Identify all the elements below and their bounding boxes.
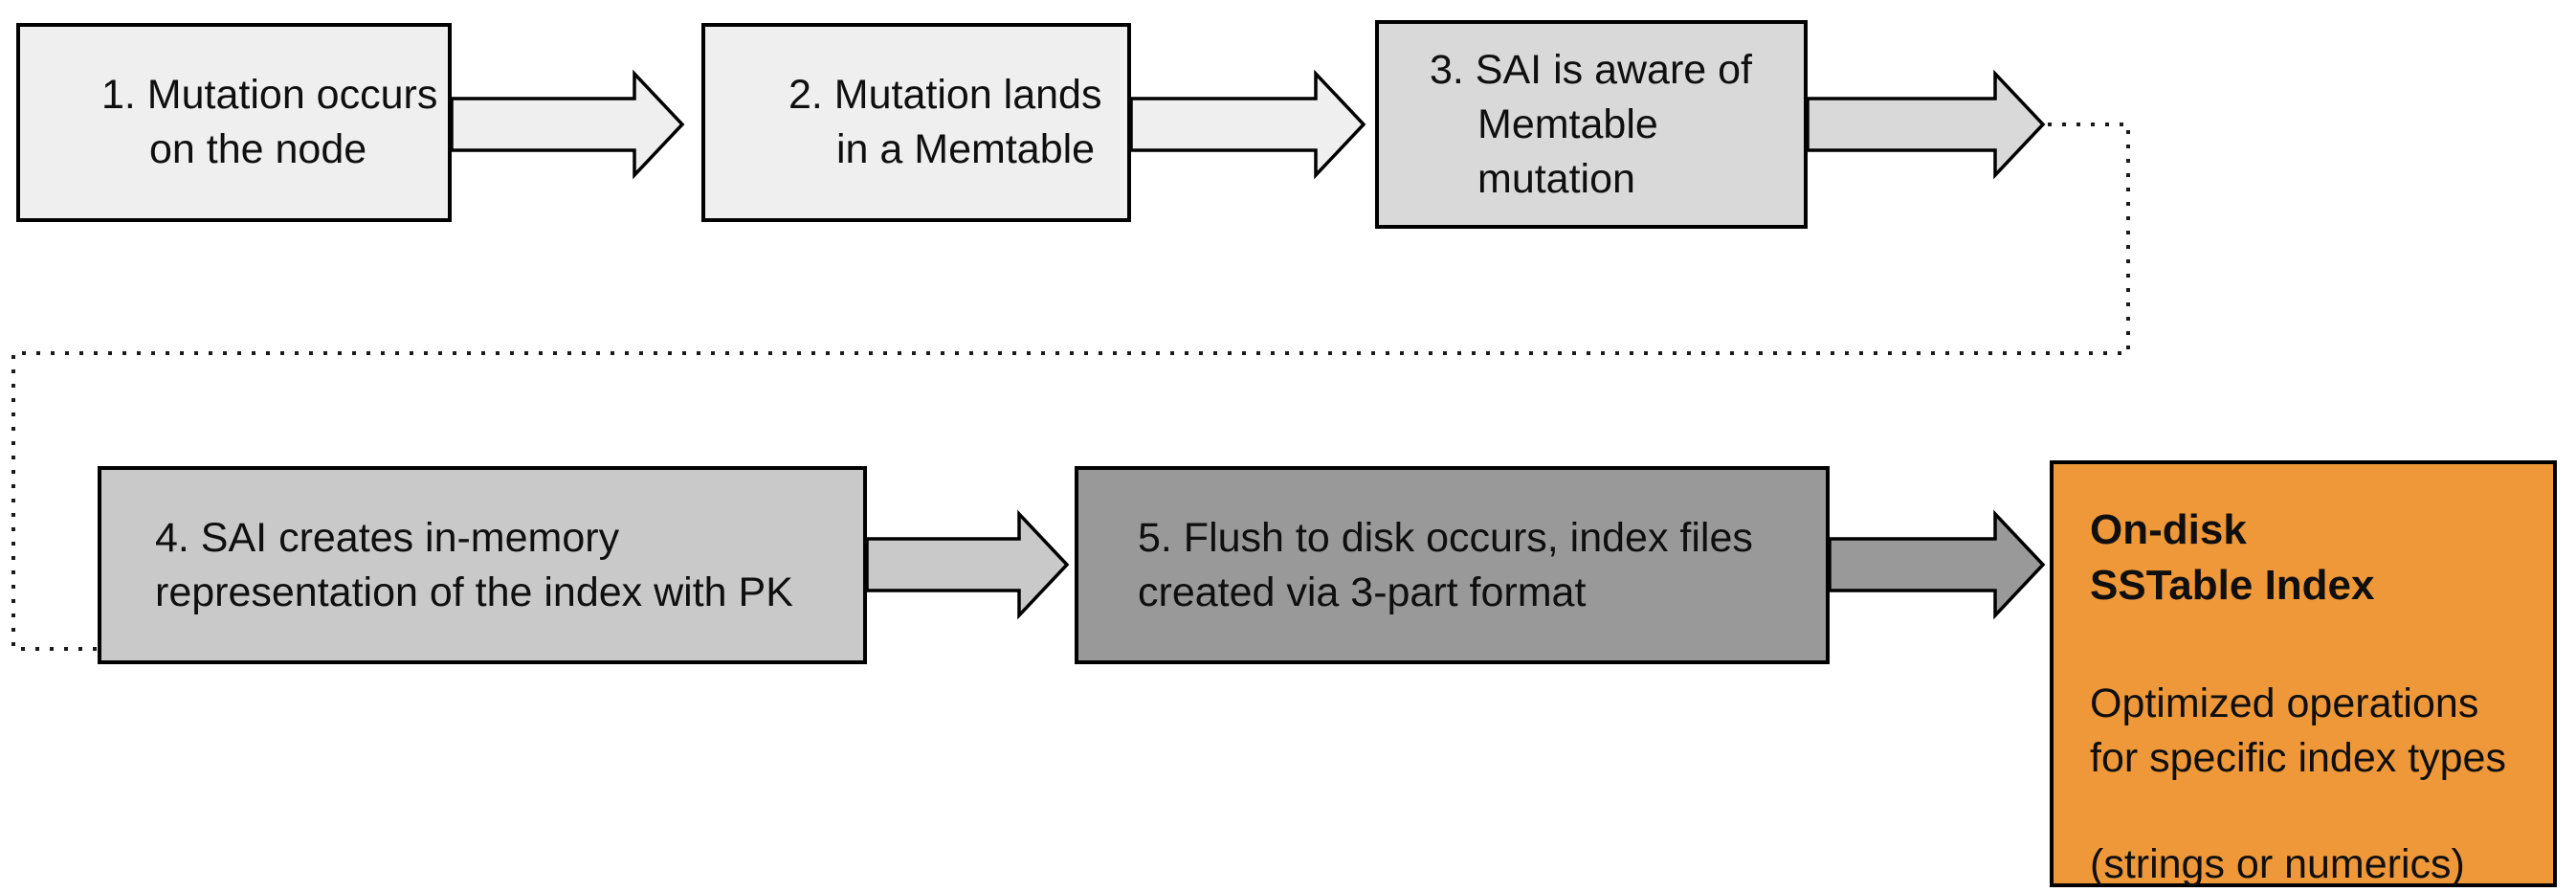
result-box-note: (strings or numerics) xyxy=(2090,841,2465,887)
flow-arrow-4-icon xyxy=(865,509,1070,620)
step-3-box: 3. SAI is aware of Memtable mutation xyxy=(1375,20,1808,229)
step-2-box: 2. Mutation lands in a Memtable xyxy=(701,23,1131,222)
flow-arrow-3-icon xyxy=(1806,69,2046,180)
step-1-label: 1. Mutation occurs on the node xyxy=(101,72,438,172)
step-5-box: 5. Flush to disk occurs, index files cre… xyxy=(1075,466,1830,664)
result-box: On-disk SSTable Index Optimized operatio… xyxy=(2050,460,2557,887)
step-3-label: 3. SAI is aware of Memtable mutation xyxy=(1430,46,1752,202)
result-box-body: Optimized operations for specific index … xyxy=(2090,680,2506,781)
flow-arrow-5-icon xyxy=(1828,509,2046,620)
flow-arrow-2-icon xyxy=(1129,69,1366,180)
step-4-label: 4. SAI creates in-memory representation … xyxy=(155,514,793,615)
flow-arrow-1-icon xyxy=(450,69,685,180)
step-2-label: 2. Mutation lands in a Memtable xyxy=(788,72,1102,172)
step-4-box: 4. SAI creates in-memory representation … xyxy=(98,466,867,664)
step-1-box: 1. Mutation occurs on the node xyxy=(16,23,452,222)
result-box-title: On-disk SSTable Index xyxy=(2090,506,2375,609)
step-5-label: 5. Flush to disk occurs, index files cre… xyxy=(1138,514,1753,615)
